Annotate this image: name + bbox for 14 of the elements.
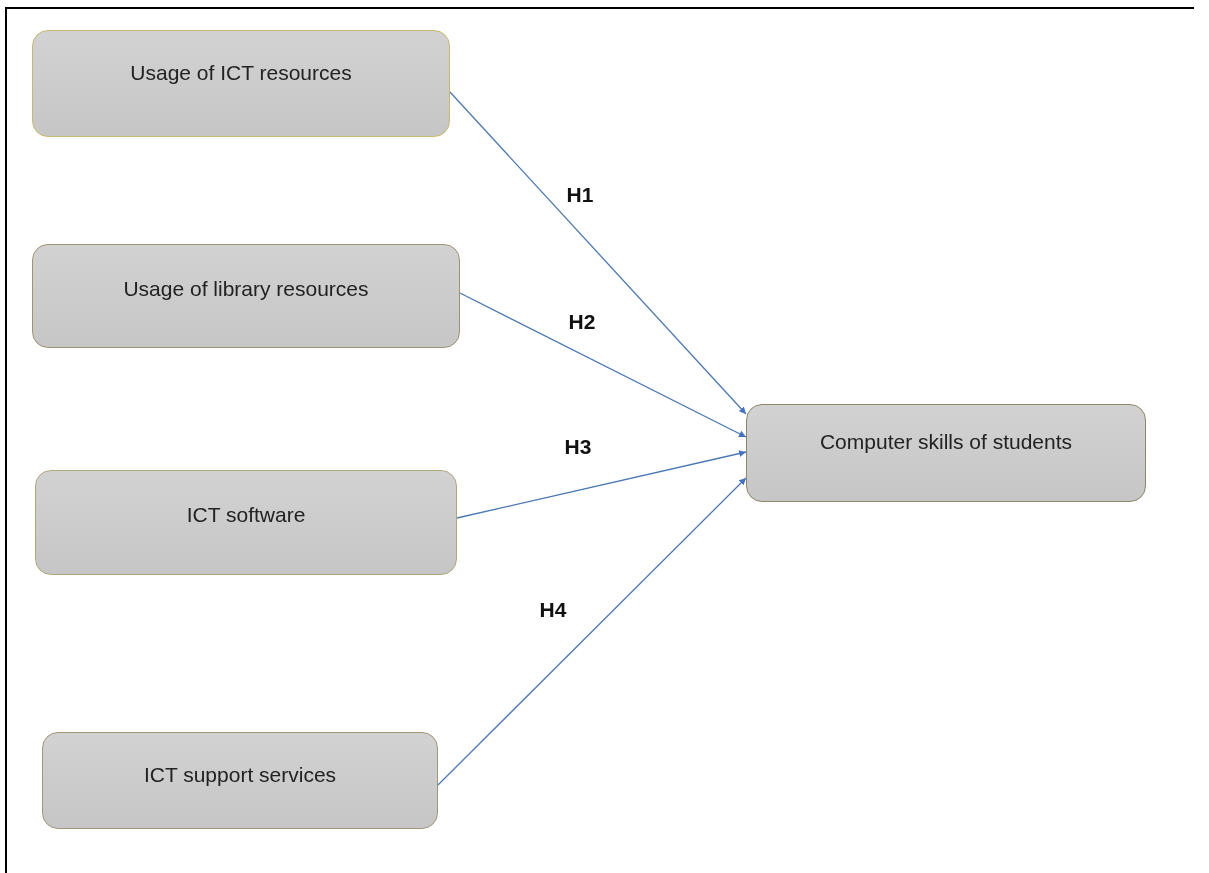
process-box (32, 30, 450, 137)
arrow (437, 477, 747, 786)
box-label: Computer skills of students (819, 430, 1073, 454)
process-box (32, 244, 460, 348)
box-label: ICT support services (143, 763, 337, 787)
arrow (456, 450, 747, 519)
process-box (746, 404, 1146, 502)
box-label: ICT software (186, 503, 306, 527)
process-box (42, 732, 438, 829)
arrow (449, 91, 747, 415)
process-box (35, 470, 457, 575)
arrow (459, 292, 747, 438)
box-label: Usage of ICT resources (130, 61, 352, 85)
box-label: Usage of library resources (123, 277, 369, 301)
